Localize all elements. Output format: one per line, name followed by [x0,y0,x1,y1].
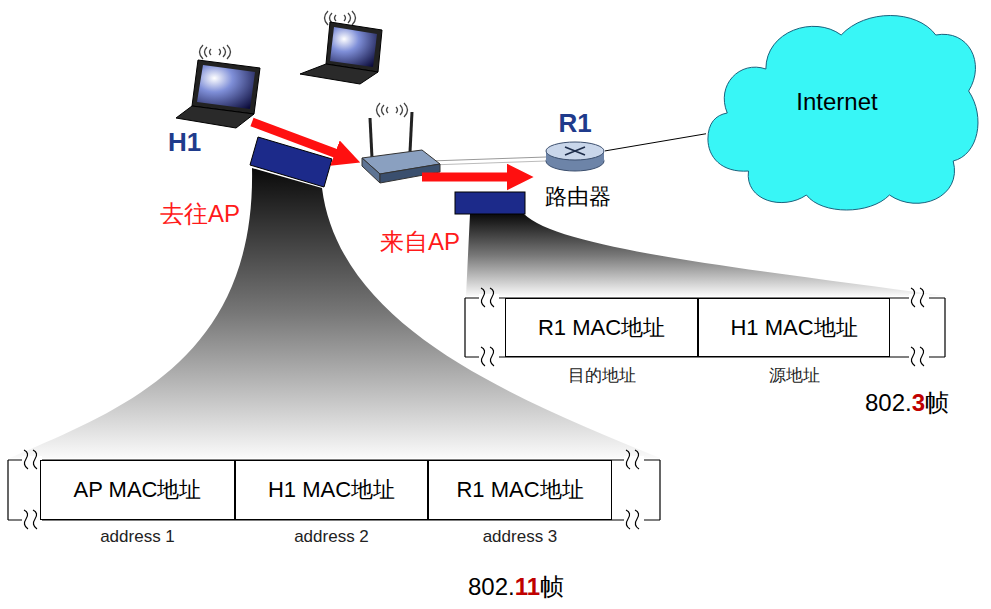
router-top [546,142,604,160]
address-text: H1 MAC地址 [268,475,395,505]
text-part: 帧 [540,573,564,600]
field-caption: address 3 [429,527,611,547]
text-part: 11 [515,573,540,600]
address-field: R1 MAC地址目的地址 [505,298,698,357]
internet-cloud: Internet [706,5,986,215]
frame-caption: 802.3帧 [865,390,949,416]
cut-mark [24,510,28,529]
field-caption: 目的地址 [506,364,697,387]
router-arrows [565,147,585,155]
text-part: 3 [912,389,925,416]
frame-caption: 802.11帧 [468,574,564,600]
laptop-screen [192,60,260,114]
laptop-screen [326,22,382,72]
router-caption: 路由器 [545,182,611,212]
address-field: H1 MAC地址源地址 [698,298,890,357]
address-text: AP MAC地址 [74,475,202,505]
frame-icon [455,192,525,214]
laptop-base [300,64,378,84]
address-field: R1 MAC地址address 3 [428,460,612,520]
ap-antenna [370,118,372,158]
cut-mark [920,288,924,307]
router-icon [545,140,605,172]
cloud-label: Internet [796,88,877,116]
address-field: AP MAC地址address 1 [40,460,235,520]
frame-border [465,298,945,357]
ap-router-link [430,157,546,161]
red-arrow [422,173,512,182]
cloud-shape [708,16,978,211]
text-part: 802. [865,389,912,416]
laptop-base [176,106,254,128]
wifi-symbol [200,45,231,59]
cut-mark [490,347,494,366]
cut-mark [24,450,28,469]
frame-direction-label: 来自AP [380,226,460,258]
address-text: R1 MAC地址 [456,475,583,505]
cut-mark [33,450,37,469]
cut-mark [626,510,630,529]
host-label: H1 [168,127,201,158]
text-part: 802. [468,573,515,600]
frame-direction-label: 去往AP [160,198,240,230]
field-caption: 源地址 [699,364,889,387]
cut-mark [911,347,915,366]
cut-mark [626,450,630,469]
frame-format: 802.3帧R1 MAC地址目的地址H1 MAC地址源地址 [465,298,945,357]
cut-mark [635,510,639,529]
frame-format: 802.11帧AP MAC地址address 1H1 MAC地址address … [8,460,660,520]
field-caption: address 2 [236,527,427,547]
laptop-display [330,27,377,67]
access-point [362,158,380,183]
wifi-symbol [325,11,356,25]
ap-router-link [430,161,546,165]
text-part: 帧 [925,389,949,416]
cut-mark [481,347,485,366]
router-name: R1 [558,108,591,139]
cut-mark [635,450,639,469]
cut-mark [481,288,485,307]
router-node: R1路由器 [545,140,605,172]
red-arrow [252,122,340,155]
network-link [605,134,706,151]
address-text: R1 MAC地址 [538,313,665,343]
address-field: H1 MAC地址address 2 [235,460,428,520]
laptop-display [197,65,255,109]
frame-border [8,460,660,520]
cut-mark [490,288,494,307]
wifi-symbol [377,103,408,117]
address-text: H1 MAC地址 [730,313,857,343]
cut-mark [911,288,915,307]
ap-antenna [410,112,412,152]
frame-zoom-funnel [466,214,945,296]
cut-mark [920,347,924,366]
field-caption: address 1 [41,527,234,547]
cut-mark [33,510,37,529]
